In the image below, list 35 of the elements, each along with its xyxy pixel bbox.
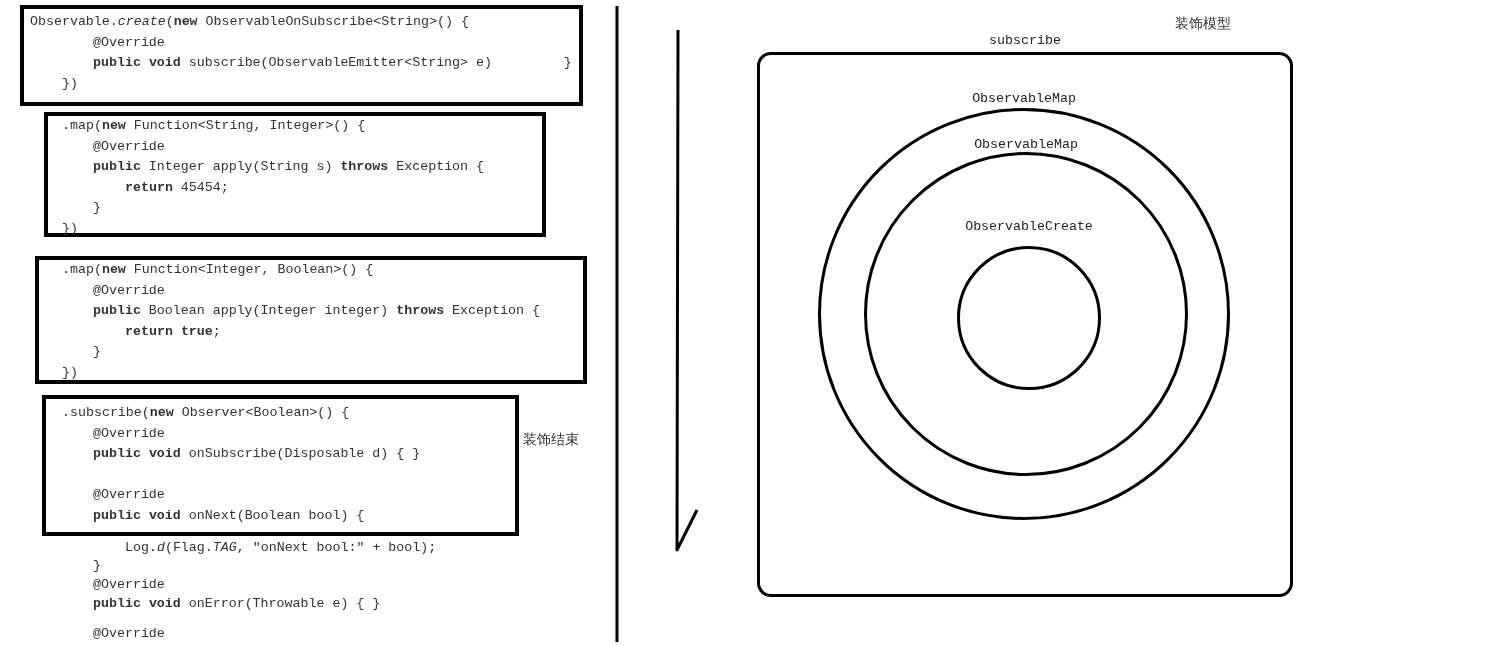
code-line: })	[62, 74, 78, 93]
code-line: .map(new Function<String, Integer>() {	[62, 117, 366, 135]
code-line: @Override	[93, 486, 165, 504]
code-line: public void onNext(Boolean bool) {	[93, 506, 365, 525]
code-line: public void subscribe(ObservableEmitter<String> e) }	[93, 54, 572, 72]
code-line: @Override	[93, 424, 165, 443]
code-line: @Override	[93, 625, 165, 643]
code-line: Log.d(Flag.TAG, "onNext bool:" + bool);	[125, 539, 437, 557]
code-line: @Override	[93, 281, 165, 300]
code-line: .map(new Function<Integer, Boolean>() {	[62, 261, 374, 279]
code-line: })	[62, 363, 78, 382]
layer-label: ObservableMap	[972, 91, 1076, 107]
code-line: return true;	[125, 322, 221, 341]
code-line: .subscribe(new Observer<Boolean>() {	[62, 404, 350, 422]
code-line: @Override	[93, 137, 165, 156]
code-line: }	[93, 343, 101, 361]
layer-label: ObservableMap	[974, 137, 1078, 153]
note-text: 装饰结束	[523, 430, 579, 449]
layer-label: ObservableCreate	[965, 219, 1093, 235]
code-line: public Integer apply(String s) throws Exception {	[93, 158, 485, 176]
code-line: public void onSubscribe(Disposable d) { }	[93, 445, 421, 463]
code-block-frame	[35, 256, 587, 384]
code-block-frame	[20, 5, 583, 106]
code-line: }	[93, 557, 101, 575]
code-line: }	[93, 199, 101, 217]
code-block-frame	[44, 112, 546, 237]
code-line: return 45454;	[125, 178, 229, 197]
code-line: @Override	[93, 576, 165, 594]
code-line: public Boolean apply(Integer integer) throws Exception {	[93, 302, 540, 320]
layer-label: subscribe	[989, 33, 1061, 49]
code-line: public void onError(Throwable e) { }	[93, 595, 381, 613]
code-line: Observable.create(new ObservableOnSubscribe<String>() {	[30, 13, 469, 31]
code-line: @Override	[93, 33, 165, 52]
code-line: })	[62, 219, 78, 238]
note-text: 装饰模型	[1175, 14, 1231, 33]
